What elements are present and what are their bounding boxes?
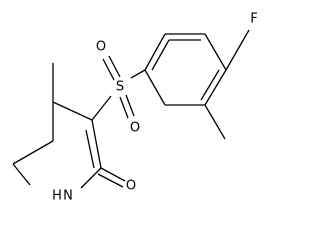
bond	[85, 129, 95, 169]
aryl-sulfur-bond	[130, 69, 146, 79]
bond	[144, 33, 166, 71]
bond	[125, 94, 135, 117]
sulfonyl-oxygen-upper-label: O	[96, 40, 106, 55]
molecule-structure-diagram: F S O O O N H	[12, 12, 258, 204]
bond	[151, 39, 170, 71]
sulfonyl-oxygen-lower-label: O	[130, 121, 140, 136]
bond	[52, 101, 93, 121]
benzene-ring-bonds	[144, 33, 227, 106]
pyridinone-ring-bonds	[12, 101, 102, 189]
sulfur-label: S	[116, 80, 124, 95]
bond	[119, 96, 129, 119]
bond	[204, 33, 227, 71]
ring-nitrogen-hydrogen-label: H	[52, 189, 62, 204]
bond	[204, 69, 227, 106]
bond	[80, 167, 102, 189]
sulfonyl-bonds	[102, 55, 135, 119]
bond	[12, 163, 31, 186]
aryl-methyl-bond	[204, 104, 226, 140]
sulfur-pyridinone-bond	[91, 95, 112, 121]
bond	[102, 58, 115, 81]
ring-nitrogen-label: N	[63, 189, 73, 204]
bond	[12, 140, 54, 165]
carbonyl-oxygen-label: O	[126, 179, 136, 194]
bond	[144, 69, 166, 106]
carbonyl-bond	[97, 173, 124, 188]
fluorine-label: F	[250, 12, 257, 27]
carbonyl-bond	[100, 167, 126, 182]
bond	[91, 119, 102, 169]
fluoro-bond	[225, 29, 250, 71]
bond	[200, 69, 220, 101]
bond	[108, 55, 121, 78]
